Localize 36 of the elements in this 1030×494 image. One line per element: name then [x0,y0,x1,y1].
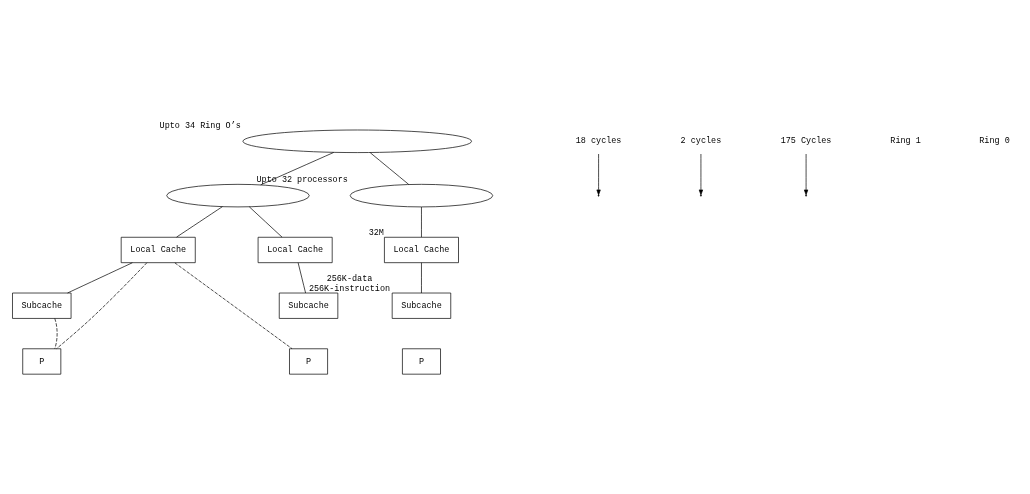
node-box: Local Cache [257,236,333,263]
connector [175,205,223,237]
node-label: Upto 32 processors [256,174,348,185]
node-label: Upto 34 Ring O’s [159,120,241,131]
node-box: P [21,347,61,375]
arrow [803,153,808,195]
node-box: Subcache [391,292,451,319]
connector [259,151,334,185]
node-ellipse [165,183,310,207]
node-text: 18 cycles [575,135,621,146]
node-ellipse [349,183,493,207]
connector [53,317,57,349]
connector [420,206,422,237]
node-box: P [288,347,328,375]
connector [248,205,282,237]
connector [174,262,292,349]
node-box: P [401,347,441,375]
node-ellipse [242,129,472,153]
connector [66,261,133,293]
label: Ring 0 [978,135,1010,146]
arrow [698,153,703,195]
node-text: 2 cycles [680,135,721,146]
connector [297,261,306,293]
node-box: Subcache [278,292,338,319]
connector [369,151,409,185]
node-label: 256K-data [326,273,372,284]
connector [55,261,147,349]
label: Ring 1 [889,135,921,146]
node-box: Subcache [11,292,71,319]
connector [420,261,422,293]
node-label: 256K-instruction [308,283,390,294]
node-box: Local Cache [383,236,459,263]
arrow [596,153,601,195]
node-text: 175 Cycles [780,135,831,146]
node-box: Local Cache [120,236,196,263]
node-label: 32M [368,227,384,238]
